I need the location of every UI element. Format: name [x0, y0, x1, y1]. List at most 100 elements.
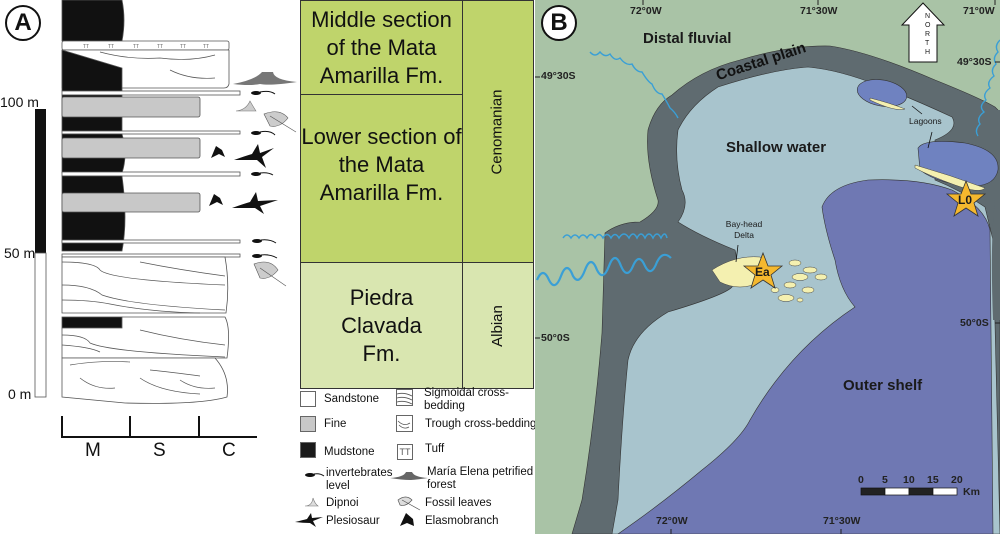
scale-label-100: 100 m	[0, 94, 39, 110]
dipnoi-icon	[304, 497, 319, 507]
river	[589, 50, 679, 119]
lon-top-72-0: 72°0W	[630, 5, 662, 17]
north-arrow-icon	[900, 2, 946, 63]
scale-tick-5: 5	[882, 474, 888, 486]
lat-right-50-0: 50°0S	[960, 317, 989, 329]
legend-petrified-forest: María Elena petrified forest	[427, 466, 534, 491]
invertebrate-icon	[252, 254, 278, 259]
grain-label-mud: M	[85, 440, 101, 461]
thin-bed	[61, 90, 241, 96]
elasmobranch-icon	[400, 513, 414, 526]
leaf-icon	[397, 496, 421, 511]
sigmoidal-sandstone-bed	[61, 316, 229, 359]
stage-cenomanian: Cenomanian	[462, 0, 534, 263]
thin-bed	[61, 171, 241, 177]
grain-label-conglomerate: C	[222, 440, 236, 461]
map-scale-bar	[860, 487, 958, 496]
svg-text:TT: TT	[133, 44, 139, 50]
mudstone-swatch	[300, 442, 316, 458]
invertebrate-icon	[251, 172, 274, 176]
elasmobranch-icon	[211, 146, 225, 158]
label-shallow-water: Shallow water	[726, 139, 827, 156]
panel-b-label: B	[541, 5, 577, 41]
legend-fossil-leaves: Fossil leaves	[425, 497, 492, 509]
legend-dipnoi: Dipnoi	[326, 497, 359, 509]
plesiosaur-icon	[232, 192, 278, 214]
legend-tuff: Tuff	[425, 443, 445, 455]
label-outer-shelf: Outer shelf	[843, 377, 923, 394]
leaf-icon	[253, 261, 287, 287]
plesiosaur-icon	[234, 144, 274, 168]
invertebrate-icon	[305, 473, 325, 477]
fine-bed	[61, 137, 201, 159]
outer-shelf-region	[617, 179, 994, 534]
scale-tick-0: 0	[858, 474, 864, 486]
label-lagoons: Lagoons	[909, 116, 942, 126]
svg-text:TT: TT	[83, 44, 89, 50]
river	[975, 39, 1000, 137]
scale-label-0: 0 m	[8, 386, 32, 402]
fossil-symbols	[209, 72, 297, 287]
scale-tick-20: 20	[951, 474, 963, 486]
unit-piedra-clavada: Piedra Clavada Fm.	[300, 262, 463, 389]
thin-bed	[61, 253, 241, 258]
fine-bed	[61, 96, 201, 118]
paleogeographic-map	[535, 0, 1000, 534]
river	[535, 253, 672, 287]
petrified-forest-icon	[233, 72, 297, 85]
site-star-l0	[945, 179, 987, 217]
scale-bar-white	[34, 252, 47, 398]
scale-label-50: 50 m	[4, 245, 36, 261]
legend-fine: Fine	[324, 418, 347, 430]
rivers	[535, 39, 1000, 287]
legend-sigmoidal: Sigmoidal cross-bedding	[424, 387, 509, 412]
tuff-icon: TT	[397, 444, 413, 460]
fine-swatch	[300, 416, 316, 432]
lat-left-50-0: 50°0S	[541, 332, 570, 344]
unit-lower-mata-amarilla: Lower section of the Mata Amarilla Fm.	[300, 94, 463, 263]
invertebrate-icon	[251, 130, 276, 136]
lon-bottom-71-30: 71°30W	[823, 515, 861, 527]
site-label-ea: Ea	[755, 265, 770, 279]
scale-bar-black	[35, 109, 46, 253]
invertebrate-icon	[251, 90, 276, 95]
plesiosaur-icon	[295, 513, 323, 527]
stage-albian: Albian	[462, 262, 534, 389]
mudstone-bed	[61, 316, 123, 329]
trough-icon	[396, 415, 413, 432]
lon-top-71-30: 71°30W	[800, 5, 838, 17]
lon-bottom-72-0: 72°0W	[656, 515, 688, 527]
panel-a-label: A	[5, 5, 41, 41]
site-star-ea	[742, 251, 784, 289]
river	[562, 233, 668, 240]
sandstone-swatch	[300, 391, 316, 407]
scale-tick-10: 10	[903, 474, 915, 486]
svg-text:TT: TT	[180, 44, 186, 50]
legend-trough: Trough cross-bedding	[425, 418, 537, 430]
legend-invertebrates: invertebrates level	[326, 467, 393, 492]
sigmoidal-sandstone-bed	[61, 256, 229, 314]
legend-sandstone: Sandstone	[324, 393, 379, 405]
svg-text:TT: TT	[108, 44, 114, 50]
site-label-l0: L0	[958, 193, 973, 207]
lagoon	[856, 79, 908, 107]
scale-tick-15: 15	[927, 474, 939, 486]
north-label: NORTH	[925, 13, 931, 56]
dipnoi-icon	[235, 100, 257, 112]
fine-bed	[61, 192, 201, 213]
grain-label-sand: S	[153, 440, 166, 461]
lat-left-49-30: 49°30S	[541, 70, 576, 82]
grain-size-axis	[61, 416, 257, 438]
elasmobranch-icon	[209, 194, 223, 206]
thin-bed	[61, 130, 241, 135]
leaf-icon	[263, 111, 297, 133]
svg-text:TT: TT	[157, 44, 163, 50]
bay-head-delta	[711, 256, 828, 303]
barrier-bar	[869, 97, 906, 110]
legend-mudstone: Mudstone	[324, 446, 375, 458]
lat-right-49-30: 49°30S	[957, 56, 992, 68]
scale-unit: Km	[963, 486, 980, 498]
label-distal-fluvial: Distal fluvial	[643, 30, 732, 47]
legend-plesiosaur: Plesiosaur	[326, 515, 380, 527]
